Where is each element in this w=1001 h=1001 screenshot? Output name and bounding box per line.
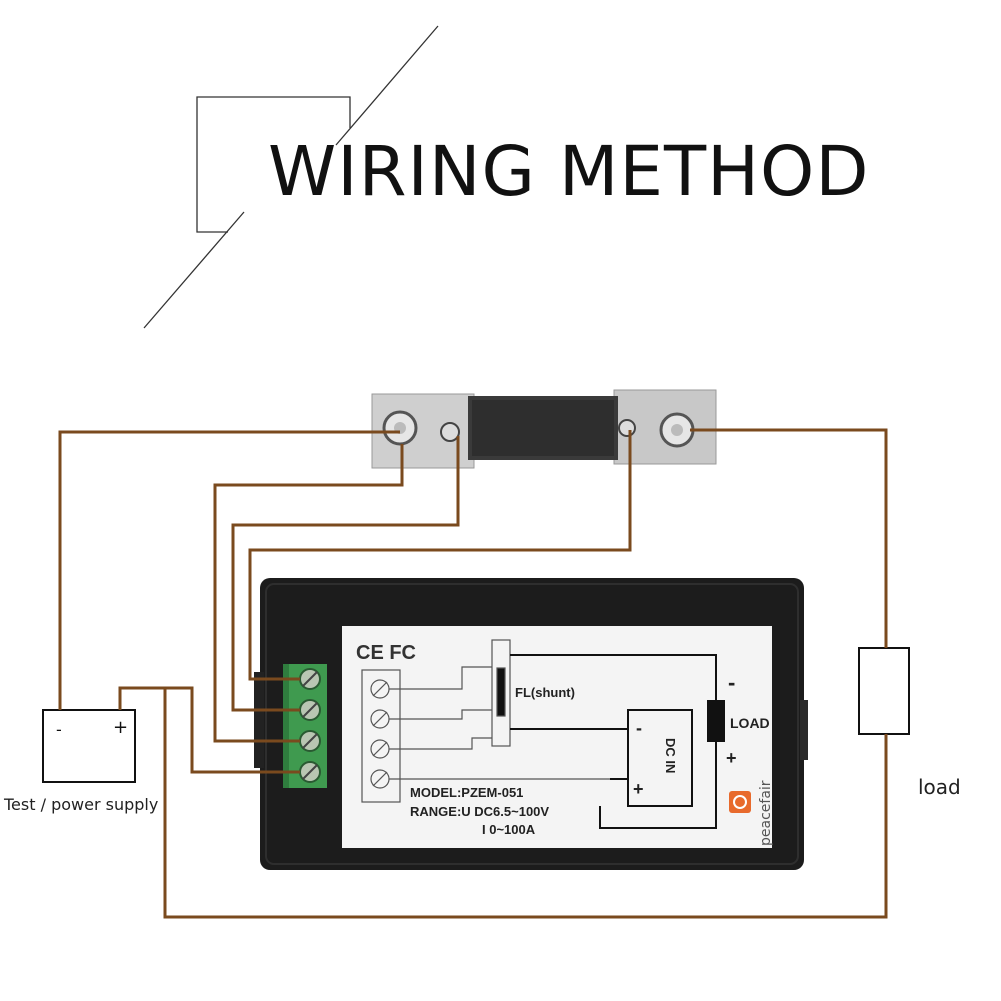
range-current-label: I 0~100A — [482, 822, 536, 837]
dc-in-box — [627, 709, 693, 807]
terminal-screw — [299, 730, 321, 752]
range-voltage-label: RANGE:U DC6.5~100V — [410, 804, 549, 819]
shunt-screw-icon — [618, 419, 636, 437]
plate-schematic — [361, 639, 610, 803]
dc-minus-sign: - — [636, 718, 642, 738]
shunt-label: FL(shunt) — [515, 685, 575, 700]
load-caption: load — [918, 775, 961, 799]
brand-logo-icon — [729, 791, 751, 813]
resistor-icon — [858, 647, 910, 735]
supply-plus-sign: + — [113, 717, 128, 738]
load-plus-sign: + — [726, 748, 737, 768]
page-title: WIRING METHOD — [268, 132, 870, 212]
dc-in-label: DC IN — [663, 738, 678, 773]
terminal-screw — [299, 668, 321, 690]
supply-minus-sign: - — [56, 720, 62, 739]
load-resistor-icon — [707, 700, 725, 742]
brand-name: peacefair — [758, 780, 774, 846]
shunt-screw-icon — [440, 422, 460, 442]
power-supply-caption: Test / power supply — [4, 795, 159, 814]
model-label: MODEL:PZEM-051 — [410, 785, 523, 800]
terminal-screw — [299, 699, 321, 721]
terminal-screw — [299, 761, 321, 783]
plate-wiring — [510, 654, 717, 829]
title-frame — [143, 25, 439, 329]
load-minus-sign: - — [728, 670, 735, 695]
battery-icon — [42, 709, 136, 783]
load-label: LOAD — [730, 715, 770, 731]
shunt-bolt-icon — [382, 410, 418, 446]
dc-plus-sign: + — [633, 779, 644, 799]
shunt-bolt-icon — [659, 412, 695, 448]
label-plate — [342, 626, 772, 848]
certification-marks: CE FC — [356, 642, 416, 664]
wiring — [58, 428, 888, 919]
